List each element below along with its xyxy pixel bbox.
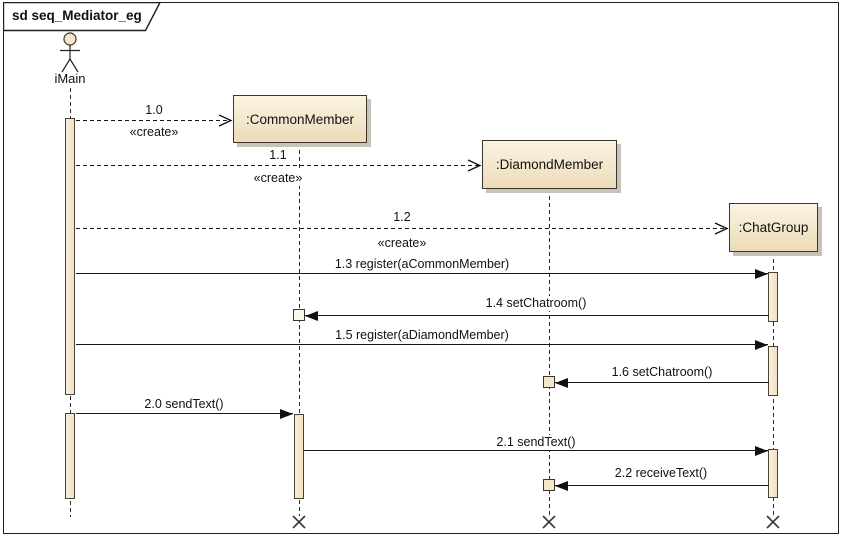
destroy-x-icon-chatgroup: [766, 515, 780, 529]
activation-chatgroup-3: [768, 449, 778, 498]
message-label: 1.6 setChatroom(): [608, 365, 716, 380]
object-diamondmember: :DiamondMember: [482, 140, 617, 189]
solid-arrowhead-icon: [755, 269, 768, 279]
message-number: 1.1: [266, 148, 290, 163]
activation-imain-2: [65, 413, 75, 499]
object-chatgroup: :ChatGroup: [729, 203, 818, 252]
message-line: [76, 273, 768, 274]
message-number: 1.0: [142, 103, 166, 118]
message-label: 1.4 setChatroom(): [482, 296, 590, 311]
lifeline-diamondmember: [549, 189, 550, 516]
message-label: 2.2 receiveText(): [611, 466, 711, 481]
open-arrowhead-icon: [218, 114, 233, 127]
destroy-x-icon-commonmember: [292, 515, 306, 529]
lifeline-commonmember: [299, 143, 300, 516]
solid-arrowhead-icon: [305, 311, 318, 321]
activation-square-diamondmember-2: [543, 479, 555, 491]
activation-chatgroup-2: [768, 346, 778, 396]
message-label: 1.3 register(aCommonMember): [331, 257, 513, 272]
message-line: [555, 382, 769, 383]
message-line: [76, 413, 293, 414]
message-line: [555, 485, 769, 486]
frame-title: sd seq_Mediator_eg: [12, 8, 142, 23]
solid-arrowhead-icon: [555, 378, 568, 388]
message-line: [305, 315, 769, 316]
actor-label: iMain: [54, 71, 86, 86]
message-label: 1.5 register(aDiamondMember): [332, 328, 512, 343]
message-stereotype: «create»: [250, 171, 306, 186]
destroy-x-icon-diamondmember: [542, 515, 556, 529]
message-label: 2.1 sendText(): [493, 435, 579, 450]
activation-square-commonmember: [293, 309, 305, 321]
object-label: :ChatGroup: [738, 220, 809, 235]
object-commonmember: :CommonMember: [233, 95, 367, 143]
message-line: [304, 450, 768, 451]
object-label: :CommonMember: [245, 111, 355, 127]
message-stereotype: «create»: [126, 125, 182, 140]
open-arrowhead-icon: [714, 222, 729, 235]
open-arrowhead-icon: [467, 159, 482, 172]
frame-title-tab: [3, 2, 162, 32]
message-line: [76, 228, 728, 229]
message-number: 1.2: [390, 210, 414, 225]
message-label: 2.0 sendText(): [141, 397, 227, 412]
solid-arrowhead-icon: [280, 409, 293, 419]
actor-icon: [60, 32, 80, 73]
message-stereotype: «create»: [374, 236, 430, 251]
solid-arrowhead-icon: [755, 446, 768, 456]
activation-square-diamondmember-1: [543, 376, 555, 388]
activation-chatgroup-1: [768, 272, 778, 322]
activation-commonmember: [294, 414, 304, 499]
message-line: [76, 120, 232, 121]
message-line: [76, 165, 481, 166]
solid-arrowhead-icon: [555, 481, 568, 491]
object-label: :DiamondMember: [495, 157, 604, 172]
message-line: [76, 344, 768, 345]
activation-imain-1: [65, 118, 75, 395]
solid-arrowhead-icon: [755, 340, 768, 350]
